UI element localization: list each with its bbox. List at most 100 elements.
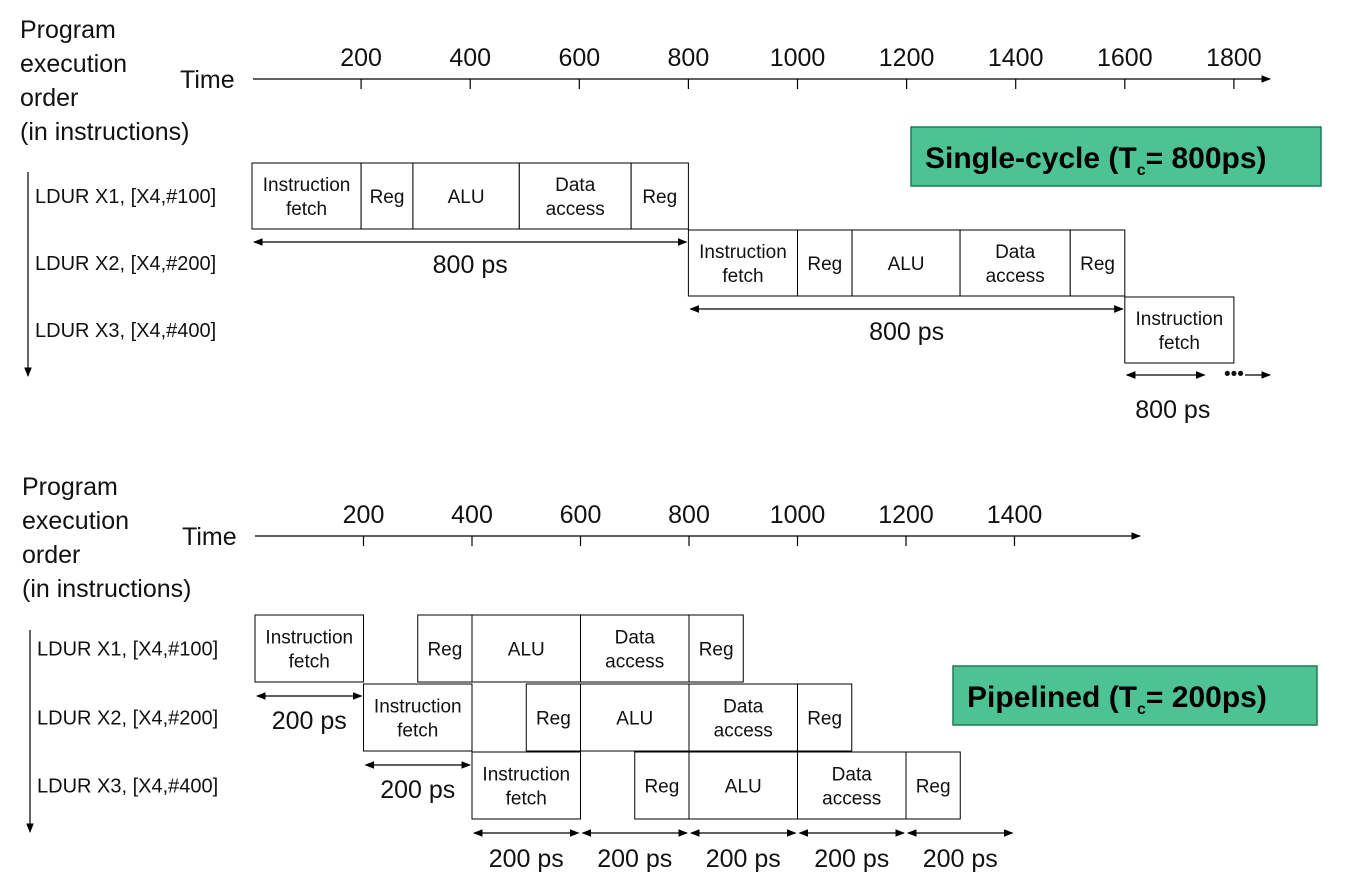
- stage-label: fetch: [286, 199, 327, 220]
- duration-label: 800 ps: [1135, 396, 1210, 424]
- stage-label: fetch: [289, 652, 330, 673]
- stage-if: Instruction fetch: [363, 683, 473, 752]
- duration-label: 200 ps: [272, 707, 347, 735]
- stage-box: [360, 162, 414, 230]
- stage-label: fetch: [506, 789, 547, 810]
- stage-label: access: [714, 721, 773, 742]
- tick-label: 600: [560, 501, 602, 529]
- duration-label: 200 ps: [814, 845, 889, 873]
- order-label-line-4: (in instructions): [20, 118, 190, 146]
- stage-reg: Reg: [1069, 229, 1126, 297]
- tick-label: 600: [558, 44, 600, 72]
- stage-box: [1069, 229, 1126, 297]
- stage-label: access: [986, 266, 1045, 287]
- stage-box: [634, 751, 690, 820]
- order-label-line-4: (in instructions): [22, 575, 192, 603]
- stage-label: Instruction: [374, 697, 462, 718]
- tick-label: 400: [451, 501, 493, 529]
- tick-label: 200: [343, 501, 385, 529]
- stage-box: [797, 229, 853, 297]
- stage-label: Reg: [699, 640, 734, 661]
- pipelined-section: Program execution order (in instructions…: [22, 473, 1318, 873]
- stage-reg: Reg: [905, 751, 961, 820]
- stage-label: Reg: [916, 777, 951, 798]
- stage-label: Data: [555, 175, 596, 196]
- stage-reg: Reg: [797, 229, 853, 297]
- svg-text:Pipelined (Tc= 200ps): Pipelined (Tc= 200ps): [967, 681, 1267, 718]
- stage-reg: Reg: [688, 614, 744, 683]
- badge-prefix: Pipelined (T: [967, 681, 1137, 714]
- stage-label: ALU: [616, 709, 653, 730]
- stage-label: Reg: [536, 709, 571, 730]
- stage-label: Reg: [807, 709, 842, 730]
- stage-label: Reg: [807, 254, 842, 275]
- stage-box: [471, 614, 581, 683]
- instruction-label: LDUR X1, [X4,#100]: [37, 639, 218, 661]
- badge-suffix: = 800ps): [1146, 142, 1267, 175]
- stage-box: [580, 614, 690, 683]
- stage-if: Instruction fetch: [254, 614, 364, 683]
- stage-label: Instruction: [482, 765, 570, 786]
- order-label-line-2: execution: [22, 507, 129, 535]
- stage-label: Instruction: [263, 175, 351, 196]
- stage-reg: Reg: [360, 162, 414, 230]
- stage-reg: Reg: [525, 683, 581, 752]
- stage-label: ALU: [725, 777, 762, 798]
- time-label: Time: [180, 66, 235, 94]
- duration-label: 800 ps: [869, 318, 944, 346]
- stage-label: Instruction: [699, 242, 787, 263]
- stage-mem: Data access: [688, 683, 798, 752]
- stage-alu: ALU: [471, 614, 581, 683]
- time-label: Time: [182, 523, 237, 551]
- stage-box: [688, 751, 798, 820]
- duration-label: 200 ps: [597, 845, 672, 873]
- stage-label: Data: [832, 765, 873, 786]
- stage-label: Reg: [427, 640, 462, 661]
- stage-reg: Reg: [417, 614, 473, 683]
- tick-label: 1000: [770, 501, 826, 529]
- stage-alu: ALU: [580, 683, 690, 752]
- stage-box: [412, 162, 520, 230]
- stage-box: [688, 614, 744, 683]
- duration-label: 200 ps: [380, 776, 455, 804]
- stage-label: ALU: [888, 254, 925, 275]
- stage-label: ALU: [448, 187, 485, 208]
- stage-if: Instruction fetch: [687, 229, 799, 297]
- stage-label: fetch: [722, 266, 763, 287]
- stage-label: Data: [615, 628, 656, 649]
- stage-label: fetch: [397, 721, 438, 742]
- stage-if: Instruction fetch: [471, 751, 581, 820]
- stage-box: [797, 751, 907, 820]
- stage-label: Instruction: [265, 628, 353, 649]
- stage-label: Reg: [642, 187, 677, 208]
- stage-label: Data: [723, 697, 764, 718]
- tick-label: 200: [340, 44, 382, 72]
- stage-label: Instruction: [1136, 309, 1224, 330]
- stage-box: [471, 751, 581, 820]
- stage-label: fetch: [1159, 333, 1200, 354]
- stage-label: access: [822, 789, 881, 810]
- tick-label: 1400: [987, 501, 1043, 529]
- stage-box: [525, 683, 581, 752]
- badge-subscript: c: [1137, 701, 1146, 718]
- stage-box: [363, 683, 473, 752]
- tick-label: 1200: [878, 501, 934, 529]
- duration-label: 200 ps: [489, 845, 564, 873]
- stage-label: Reg: [1080, 254, 1115, 275]
- badge-subscript: c: [1137, 162, 1146, 179]
- continuation-ellipsis: •••: [1224, 364, 1244, 385]
- stage-box: [1124, 296, 1235, 364]
- single-cycle-badge: Single-cycle (Tc= 800ps): [910, 126, 1322, 187]
- instruction-label: LDUR X3, [X4,#400]: [35, 320, 216, 342]
- tick-label: 1600: [1097, 44, 1153, 72]
- stage-label: Reg: [370, 187, 405, 208]
- svg-text:Single-cycle (Tc= 800ps): Single-cycle (Tc= 800ps): [925, 142, 1267, 179]
- stage-alu: ALU: [851, 229, 961, 297]
- stage-label: ALU: [508, 640, 545, 661]
